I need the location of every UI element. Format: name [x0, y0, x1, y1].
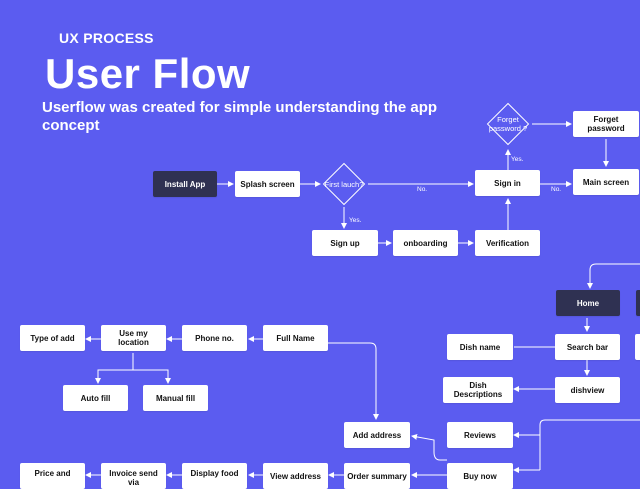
node-manual-fill[interactable]: Manual fill: [143, 385, 208, 411]
node-sign-in[interactable]: Sign in: [475, 170, 540, 196]
node-offscreen: [636, 290, 640, 316]
connector: [95, 353, 134, 384]
decision-forget-password[interactable]: Forget password ?: [484, 100, 532, 148]
edge-label-no: No.: [551, 186, 562, 193]
connector: [587, 263, 640, 289]
node-phone-no[interactable]: Phone no.: [182, 325, 247, 351]
node-add-address[interactable]: Add address: [344, 422, 410, 448]
node-use-my-location[interactable]: Use my location: [101, 325, 166, 351]
node-invoice-send-via[interactable]: Invoice send via: [101, 463, 166, 489]
node-dish-descriptions[interactable]: Dish Descriptions: [443, 377, 513, 403]
node-type-of-add[interactable]: Type of add: [20, 325, 85, 351]
page-subtitle: Userflow was created for simple understa…: [42, 99, 438, 134]
node-onboarding[interactable]: onboarding: [393, 230, 458, 256]
node-forget-password[interactable]: Forget password: [573, 111, 639, 137]
node-verification[interactable]: Verification: [475, 230, 540, 256]
connector: [133, 369, 171, 384]
node-order-summary[interactable]: Order summary: [344, 463, 410, 489]
connector: [328, 342, 379, 420]
eyebrow-label: UX PROCESS: [59, 30, 154, 46]
node-dish-name[interactable]: Dish name: [447, 334, 513, 360]
edge-label-yes: Yes.: [511, 156, 524, 163]
node-sign-up[interactable]: Sign up: [312, 230, 378, 256]
node-offscreen: [635, 334, 640, 360]
decision-first-launch[interactable]: First lauch?: [320, 160, 368, 208]
decision-label: First lauch?: [324, 179, 364, 189]
node-main-screen[interactable]: Main screen: [573, 169, 639, 195]
node-install-app[interactable]: Install App: [153, 171, 217, 197]
edge-label-yes: Yes.: [349, 217, 362, 224]
node-dishview[interactable]: dishview: [555, 377, 620, 403]
node-splash-screen[interactable]: Splash screen: [235, 171, 300, 197]
connector: [411, 433, 447, 461]
node-price-and[interactable]: Price and: [20, 463, 85, 489]
node-reviews[interactable]: Reviews: [447, 422, 513, 448]
node-home[interactable]: Home: [556, 290, 620, 316]
node-search-bar[interactable]: Search bar: [555, 334, 620, 360]
page-title: User Flow: [45, 50, 251, 97]
node-buy-now[interactable]: Buy now: [447, 463, 513, 489]
decision-label: Forget password ?: [488, 115, 528, 133]
node-display-food[interactable]: Display food: [182, 463, 247, 489]
node-view-address[interactable]: View address: [263, 463, 328, 489]
node-auto-fill[interactable]: Auto fill: [63, 385, 128, 411]
connector: [539, 419, 640, 470]
edge-label-no: No.: [417, 186, 428, 193]
node-full-name[interactable]: Full Name: [263, 325, 328, 351]
